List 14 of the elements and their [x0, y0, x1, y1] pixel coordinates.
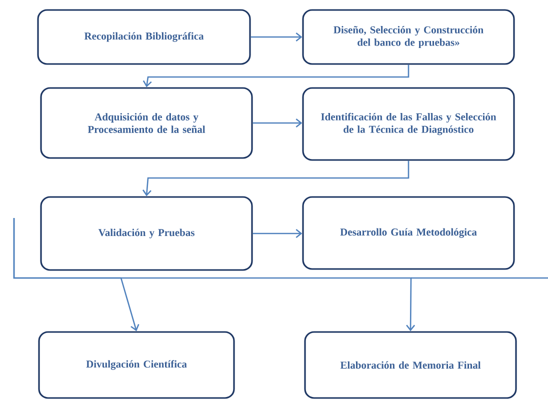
- process-box: Recopilación Bibliográfica: [37, 9, 251, 65]
- process-box: Divulgación Científica: [38, 331, 235, 399]
- arrow: [252, 229, 302, 238]
- arrow: [142, 64, 410, 88]
- process-box: Identificación de las Fallas y Selección de la Técnica de Diagnóstico: [302, 87, 515, 161]
- process-box: Adquisición de datos y Procesamiento de la señal: [40, 87, 253, 159]
- process-box: Validación y Pruebas: [40, 196, 253, 271]
- process-box: Diseño, Selección y Construcción del banco de pruebas»: [302, 9, 515, 65]
- arrow: [250, 32, 302, 42]
- process-box: Desarrollo Guía Metodológica: [302, 196, 515, 270]
- process-box: Elaboración de Memoria Final: [304, 331, 517, 399]
- arrow: [13, 218, 416, 332]
- arrow: [252, 118, 302, 128]
- arrow: [142, 160, 410, 196]
